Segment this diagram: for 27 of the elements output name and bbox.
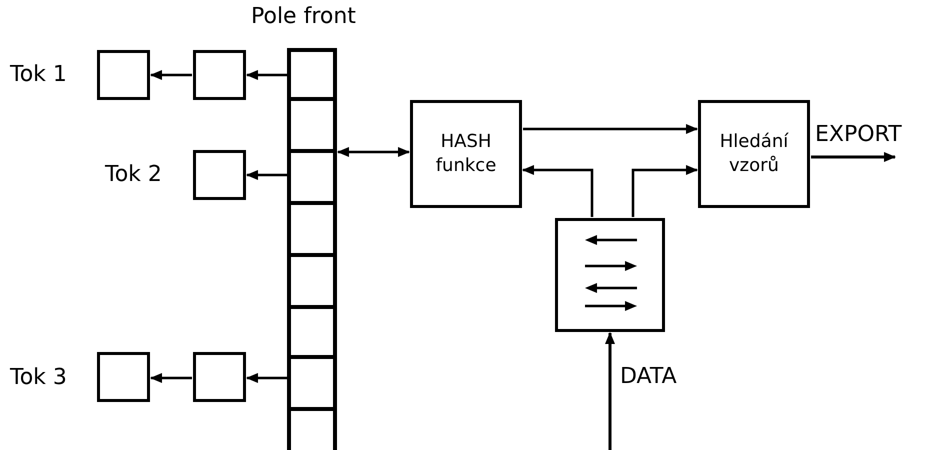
arrow	[246, 373, 290, 383]
arrow	[150, 70, 192, 80]
buffer-box	[555, 218, 665, 332]
edge-label: EXPORT	[815, 122, 902, 148]
queue-box	[193, 150, 246, 200]
arrow	[337, 147, 410, 157]
arrow	[246, 70, 290, 80]
edge-label: DATA	[620, 364, 677, 390]
queue-box	[97, 50, 150, 100]
process-box	[698, 100, 810, 208]
arrow	[523, 124, 698, 134]
arrow	[632, 165, 698, 217]
queue-box	[97, 352, 150, 402]
arrow	[150, 373, 192, 383]
arrow	[522, 165, 594, 217]
box-label: Hledání vzorů	[718, 130, 790, 178]
stream-label: Tok 2	[105, 162, 162, 188]
queue-box	[193, 50, 246, 100]
queue-box	[193, 352, 246, 402]
stream-label: Tok 3	[10, 365, 67, 391]
stream-label: Tok 1	[10, 62, 67, 88]
arrow	[811, 152, 896, 162]
box-label: HASH funkce	[434, 130, 498, 178]
process-box	[410, 100, 522, 208]
array-title: Pole front	[251, 4, 356, 30]
arrow	[605, 332, 615, 450]
arrow	[246, 170, 290, 180]
